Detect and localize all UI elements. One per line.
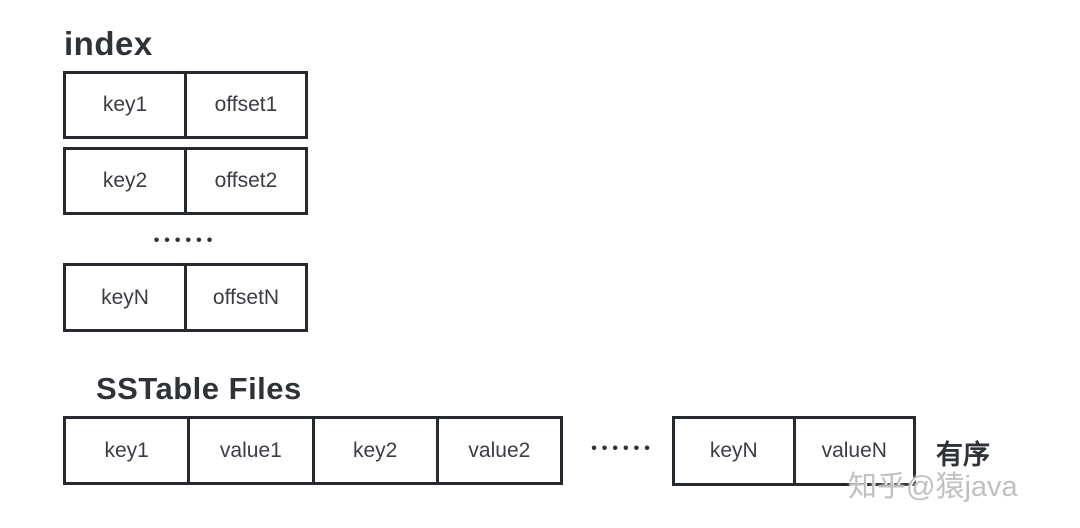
sstable-heading: SSTable Files: [96, 371, 302, 406]
index-row2-key-cell: key2: [102, 169, 148, 192]
sstable-value1-cell: value1: [187, 419, 311, 482]
zhihu-watermark: 知乎@猿java: [848, 471, 1018, 503]
index-row-2: key2 offset2: [63, 147, 308, 215]
index-rown-key-cell: keyN: [101, 285, 149, 309]
sstable-key1-cell: key1: [104, 438, 149, 462]
sstable-keyn-cell: keyN: [709, 439, 758, 462]
sstable-valuen-cell: valueN: [792, 419, 914, 483]
index-ellipsis-dots: ••••••: [153, 232, 218, 249]
sstable-row-tail: keyN valueN: [672, 416, 916, 486]
index-row-n: keyN offsetN: [63, 263, 308, 332]
index-row-1: key1 offset1: [63, 71, 308, 139]
index-rown-offset-cell: offsetN: [184, 266, 305, 329]
sstable-ellipsis-dots: ••••••: [591, 440, 655, 457]
sstable-row-main: key1 value1 key2 value2: [63, 416, 563, 485]
index-row2-offset-cell: offset2: [184, 150, 305, 212]
index-row1-key-cell: key1: [102, 93, 148, 116]
sorted-label: 有序: [936, 440, 990, 470]
index-heading: index: [64, 25, 153, 62]
index-row1-offset-cell: offset1: [184, 74, 305, 136]
sstable-key2-cell: key2: [311, 419, 436, 482]
sstable-value2-cell: value2: [435, 419, 560, 482]
